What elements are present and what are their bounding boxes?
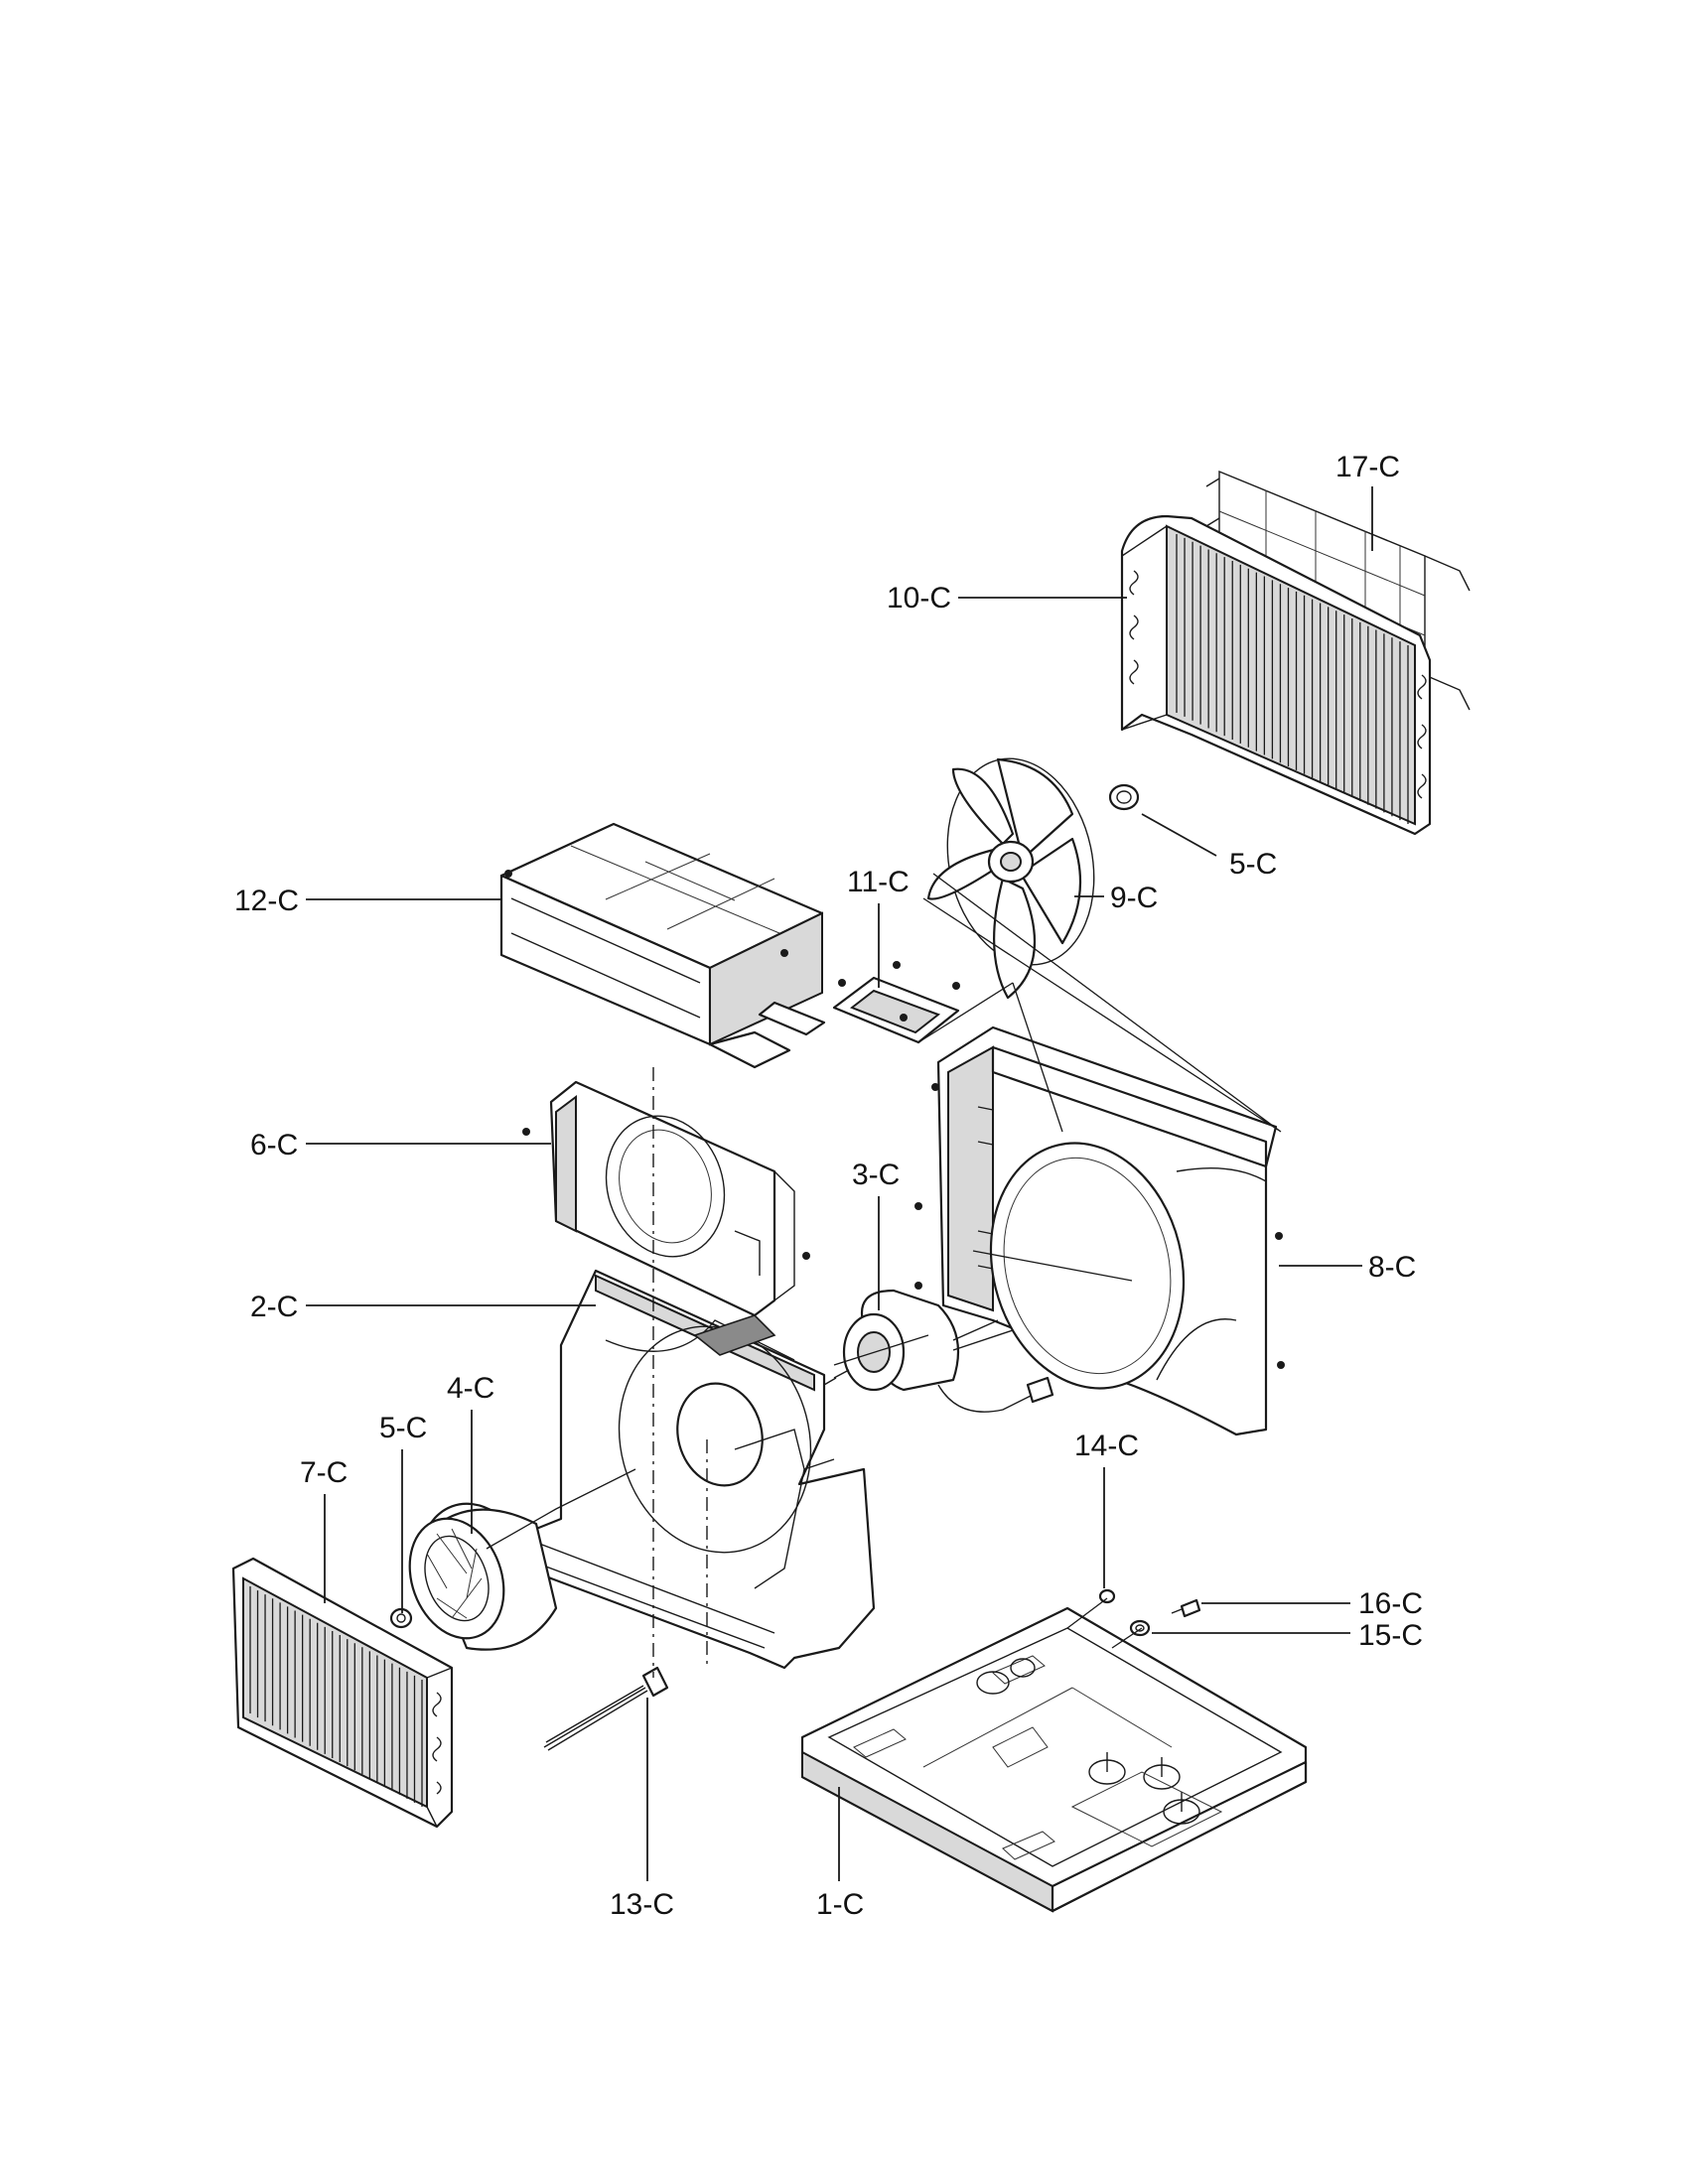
callout-14-c: 14-C (1074, 1430, 1139, 1462)
condenser-fins (1176, 534, 1409, 824)
part-evaporator-shroud (522, 1080, 810, 1317)
callout-2-c: 2-C (250, 1291, 298, 1323)
callout-12-c: 12-C (234, 885, 299, 917)
callout-15-c: 15-C (1358, 1619, 1423, 1652)
evaporator-fins (249, 1586, 423, 1807)
callout-3-c: 3-C (852, 1159, 900, 1191)
part-evaporator-coil (231, 1557, 454, 1829)
callout-leaders (306, 486, 1373, 1881)
assembly-lines (486, 873, 1282, 1678)
callout-8-c: 8-C (1368, 1251, 1416, 1284)
callout-17-c: 17-C (1335, 451, 1400, 483)
part-clamp-upper (1108, 783, 1140, 811)
part-blower-wheel (408, 1502, 558, 1651)
part-orifice-housing (499, 1269, 876, 1670)
callout-7-c: 7-C (300, 1456, 348, 1489)
part-base-pan (800, 1606, 1308, 1913)
callout-16-c: 16-C (1358, 1587, 1423, 1620)
part-condenser-coil (1120, 514, 1432, 836)
part-clamp-lower (389, 1607, 413, 1629)
callout-10-c: 10-C (887, 582, 951, 614)
callout-11-c: 11-C (847, 866, 910, 898)
part-control-box-bracket (832, 961, 960, 1044)
callout-13-c: 13-C (610, 1888, 674, 1921)
part-condenser-shroud (914, 1025, 1285, 1436)
part-thermistor (543, 1666, 669, 1751)
callout-9-c: 9-C (1110, 882, 1158, 914)
callout-5-c-upper: 5-C (1229, 848, 1277, 881)
callout-1-c: 1-C (816, 1888, 864, 1921)
callout-4-c: 4-C (447, 1372, 494, 1405)
callout-5-c-lower: 5-C (379, 1412, 427, 1444)
part-condenser-fan (926, 757, 1095, 1000)
part-air-guide-box (499, 822, 826, 1069)
callout-labels: 17-C 10-C 5-C 9-C 11-C 12-C 6-C 3-C 8-C … (234, 451, 1423, 1921)
callout-6-c: 6-C (250, 1129, 298, 1161)
part-small-hardware (1098, 1588, 1201, 1637)
